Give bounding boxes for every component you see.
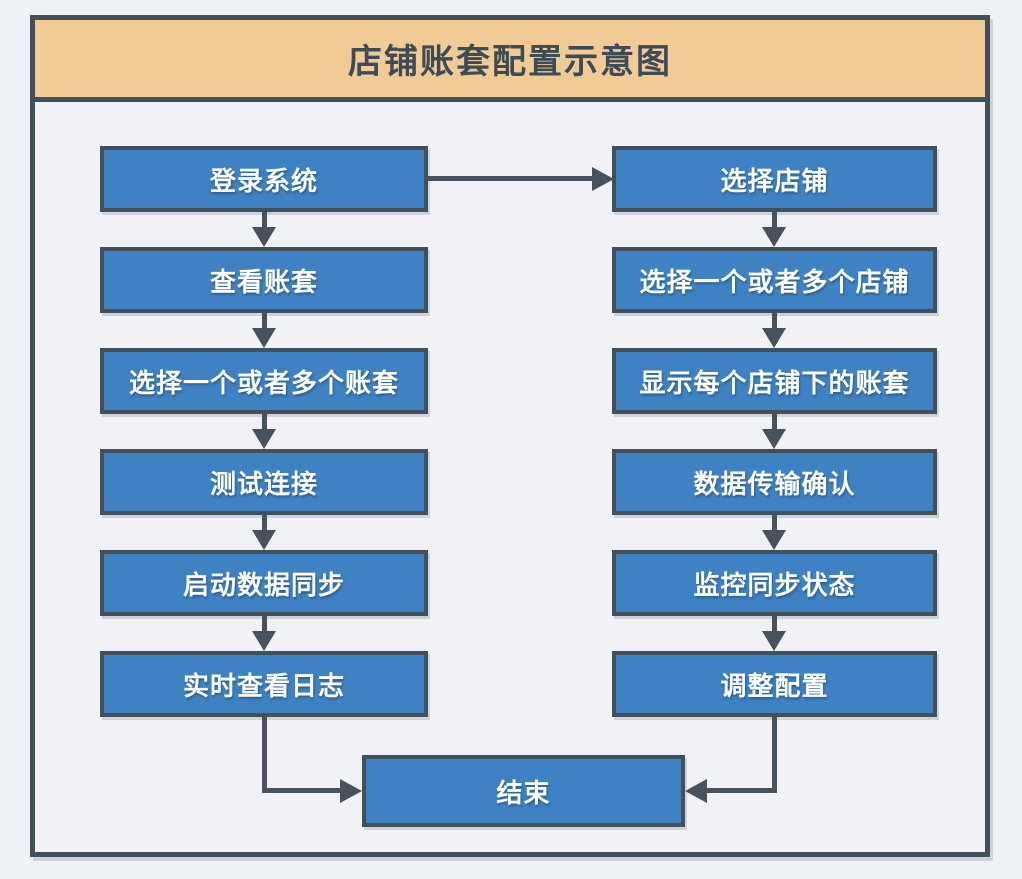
flow-node-view-logs-realtime: 实时查看日志: [100, 651, 428, 717]
arrowhead-down-icon: [762, 530, 786, 550]
flow-node-label: 显示每个店铺下的账套: [639, 367, 910, 398]
arrow-line-right-0: [772, 212, 777, 230]
arrow-line-logs-to-end-v: [262, 717, 267, 793]
flow-node-label: 选择一个或者多个店铺: [639, 266, 910, 297]
arrow-line-left-1: [262, 313, 267, 331]
flow-node-end: 结束: [362, 755, 685, 827]
arrowhead-down-icon: [762, 227, 786, 247]
flow-node-label: 结束: [496, 777, 551, 808]
flow-node-label: 调整配置: [720, 670, 829, 701]
arrowhead-down-icon: [252, 227, 276, 247]
arrow-line-right-4: [772, 616, 777, 634]
arrowhead-down-icon: [252, 429, 276, 449]
flow-node-label: 选择店铺: [720, 165, 829, 196]
arrow-line-left-0: [262, 212, 267, 230]
arrow-line-adjust-to-end-h: [705, 788, 777, 793]
flow-node-adjust-config: 调整配置: [612, 651, 937, 717]
arrow-line-login-to-select-shop: [428, 176, 596, 181]
arrowhead-down-icon: [252, 631, 276, 651]
flow-node-data-transfer-confirm: 数据传输确认: [612, 449, 937, 515]
flow-node-label: 数据传输确认: [693, 468, 856, 499]
arrowhead-left-icon: [685, 779, 707, 803]
flow-node-select-account-sets: 选择一个或者多个账套: [100, 348, 428, 414]
arrow-line-adjust-to-end-v: [772, 717, 777, 793]
arrowhead-down-icon: [252, 530, 276, 550]
arrowhead-right-icon: [592, 167, 614, 191]
flow-node-login-system: 登录系统: [100, 146, 428, 212]
arrowhead-down-icon: [252, 328, 276, 348]
arrow-line-right-3: [772, 515, 777, 533]
arrow-line-right-2: [772, 414, 777, 432]
diagram-frame: 店铺账套配置示意图: [30, 15, 990, 857]
flow-node-label: 启动数据同步: [182, 569, 345, 600]
flow-node-select-shop: 选择店铺: [612, 146, 937, 212]
flow-node-label: 测试连接: [209, 468, 318, 499]
flow-node-show-account-sets-per-shop: 显示每个店铺下的账套: [612, 348, 937, 414]
arrowhead-down-icon: [762, 328, 786, 348]
flow-node-test-connection: 测试连接: [100, 449, 428, 515]
arrow-line-logs-to-end-h: [262, 788, 342, 793]
arrow-line-left-4: [262, 616, 267, 634]
flow-node-start-data-sync: 启动数据同步: [100, 550, 428, 616]
flow-node-monitor-sync-status: 监控同步状态: [612, 550, 937, 616]
arrowhead-right-icon: [340, 779, 362, 803]
diagram-title: 店铺账套配置示意图: [348, 43, 672, 81]
flow-node-label: 监控同步状态: [693, 569, 856, 600]
arrow-line-left-2: [262, 414, 267, 432]
arrowhead-down-icon: [762, 631, 786, 651]
arrow-line-left-3: [262, 515, 267, 533]
flow-node-view-account-sets: 查看账套: [100, 247, 428, 313]
flow-node-label: 选择一个或者多个账套: [128, 367, 399, 398]
diagram-title-bar: 店铺账套配置示意图: [35, 20, 985, 102]
arrowhead-down-icon: [762, 429, 786, 449]
flow-node-label: 登录系统: [209, 165, 318, 196]
arrow-line-right-1: [772, 313, 777, 331]
flow-node-label: 实时查看日志: [182, 670, 345, 701]
flow-node-select-multiple-shops: 选择一个或者多个店铺: [612, 247, 937, 313]
flow-node-label: 查看账套: [209, 266, 318, 297]
